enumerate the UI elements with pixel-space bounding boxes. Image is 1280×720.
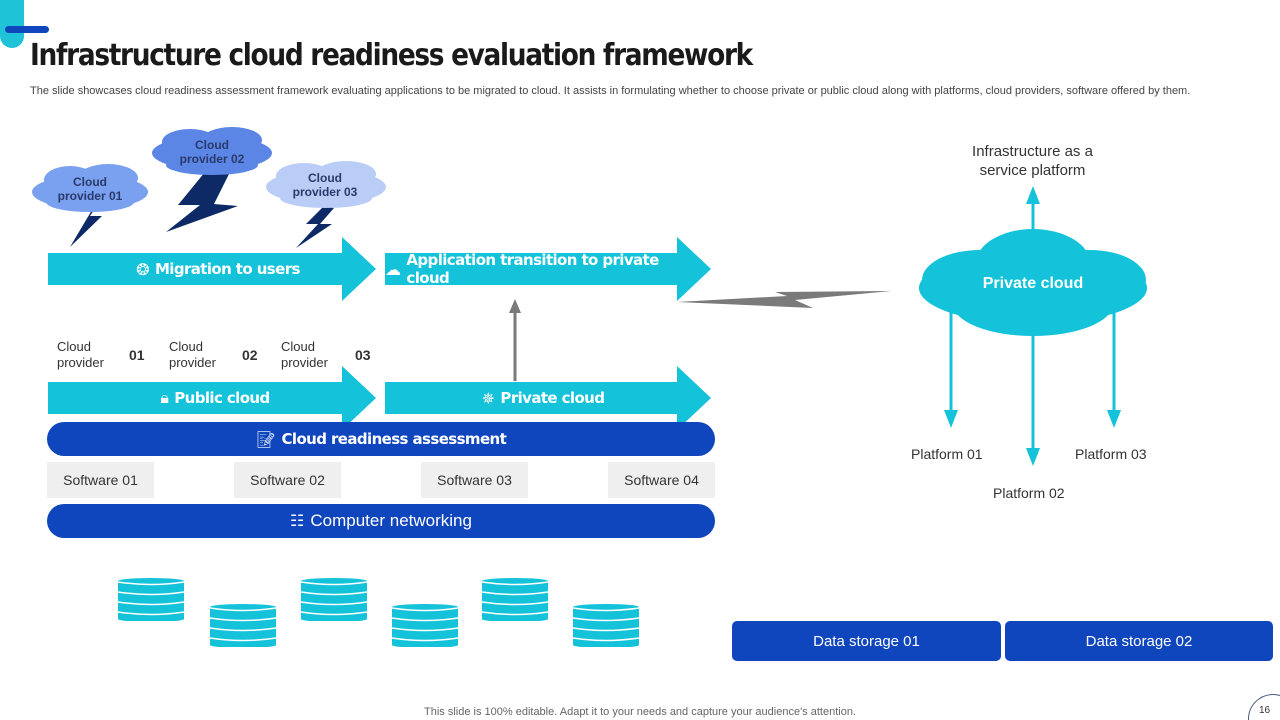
- platform-03-label: Platform 03: [1075, 446, 1147, 462]
- provider-number-02: 02: [242, 347, 258, 363]
- zigzag-connector-icon: [677, 291, 891, 308]
- migration-label: ❂ Migration to users: [48, 253, 388, 285]
- up-arrow-connector: [509, 299, 521, 381]
- arrow-head: [677, 237, 711, 301]
- arrow-shaft: [385, 253, 679, 285]
- provider-number-01: 01: [129, 347, 145, 363]
- arrow-shaft: [385, 382, 679, 414]
- transition-label-text: Application transition to private cloud: [406, 251, 659, 287]
- cloud-label-line: Cloud: [195, 138, 229, 152]
- document-edit-icon: 📝︎: [255, 429, 276, 449]
- lightning-bolt-icon: [296, 206, 334, 248]
- platform-02-label: Platform 02: [993, 485, 1065, 501]
- iaas-label-line: service platform: [979, 162, 1086, 179]
- cloud-label-line: provider 01: [57, 189, 123, 203]
- data-storage-02: Data storage 02: [1005, 621, 1273, 661]
- iaas-label-line: Infrastructure as a: [972, 143, 1093, 160]
- network-topology-icon: ☷: [290, 513, 305, 530]
- cloud-provider-02-label: Cloud provider 02: [172, 138, 252, 166]
- migration-to-users-arrow: ❂ Migration to users: [48, 237, 376, 301]
- accent-bar-cyan: [0, 0, 24, 48]
- application-transition-arrow: ☁ Application transition to private clou…: [385, 237, 711, 301]
- software-box-02: Software 02: [234, 462, 341, 498]
- provider-number-03: 03: [355, 347, 371, 363]
- lightning-bolt-icon: [166, 172, 238, 232]
- provider-label-line: provider: [281, 355, 328, 370]
- cloud-provider-03-shape: [266, 161, 386, 208]
- private-cloud-label-text: Private cloud: [500, 389, 605, 407]
- provider-label-line: Cloud: [169, 339, 203, 354]
- private-cloud-shape: [919, 229, 1147, 336]
- cloud-provider-03-label: Cloud provider 03: [285, 171, 365, 199]
- provider-label-03: Cloud provider: [281, 339, 328, 371]
- networking-bar-label: Computer networking: [310, 511, 472, 530]
- provider-clouds-graphic: [32, 127, 386, 248]
- cloud-provider-01-label: Cloud provider 01: [50, 175, 130, 203]
- arrow-head: [677, 366, 711, 430]
- provider-label-01: Cloud provider: [57, 339, 104, 371]
- cloud-upload-lock-icon: ☁: [385, 259, 401, 279]
- accent-bar-blue: [5, 26, 49, 33]
- network-hub-icon: ✵: [481, 388, 495, 408]
- provider-label-line: provider: [169, 355, 216, 370]
- cloud-label-line: Cloud: [73, 175, 107, 189]
- data-storage-01: Data storage 01: [732, 621, 1001, 661]
- cloud-provider-01-shape: [32, 164, 148, 212]
- database-icon: [300, 578, 368, 621]
- slide-subtitle: The slide showcases cloud readiness asse…: [30, 85, 1191, 97]
- platform-01-label: Platform 01: [911, 446, 983, 462]
- arrow-shaft: [48, 253, 344, 285]
- provider-label-line: provider: [57, 355, 104, 370]
- computer-networking-bar: ☷ Computer networking: [47, 504, 715, 538]
- software-box-04: Software 04: [608, 462, 715, 498]
- assessment-bar-label: Cloud readiness assessment: [281, 430, 507, 448]
- provider-label-line: Cloud: [57, 339, 91, 354]
- arrow-shaft: [48, 382, 344, 414]
- database-icon: [209, 604, 277, 647]
- private-cloud-label: ✵ Private cloud: [385, 382, 701, 414]
- provider-label-line: Cloud: [281, 339, 315, 354]
- slide-footer: This slide is 100% editable. Adapt it to…: [424, 706, 856, 718]
- cloud-readiness-assessment-bar: 📝︎ Cloud readiness assessment: [47, 422, 715, 456]
- cloud-label-line: provider 02: [179, 152, 245, 166]
- public-cloud-arrow: 🔒︎ Public cloud: [48, 366, 376, 430]
- transition-label: ☁ Application transition to private clou…: [385, 251, 695, 287]
- software-box-01: Software 01: [47, 462, 154, 498]
- cloud-provider-02-shape: [152, 127, 272, 175]
- arrow-head: [342, 237, 376, 301]
- users-network-icon: ❂: [136, 259, 149, 279]
- page-number: 16: [1248, 694, 1280, 720]
- database-icon: [481, 578, 549, 621]
- private-cloud-arrow: ✵ Private cloud: [385, 366, 711, 430]
- cloud-label-line: Cloud: [308, 171, 342, 185]
- private-cloud-diagram: [919, 186, 1147, 466]
- iaas-platform-label: Infrastructure as a service platform: [945, 142, 1120, 180]
- cloud-label-line: provider 03: [292, 185, 358, 199]
- database-icon: [117, 578, 185, 621]
- public-cloud-label: 🔒︎ Public cloud: [48, 382, 382, 414]
- slide-title: Infrastructure cloud readiness evaluatio…: [30, 38, 753, 73]
- database-icon: [572, 604, 640, 647]
- migration-label-text: Migration to users: [154, 260, 300, 278]
- software-box-03: Software 03: [421, 462, 528, 498]
- provider-label-02: Cloud provider: [169, 339, 216, 371]
- database-icon: [391, 604, 459, 647]
- lock-icon: 🔒︎: [160, 388, 169, 407]
- arrow-head: [342, 366, 376, 430]
- public-cloud-label-text: Public cloud: [174, 389, 270, 407]
- private-cloud-center-label: Private cloud: [982, 275, 1084, 292]
